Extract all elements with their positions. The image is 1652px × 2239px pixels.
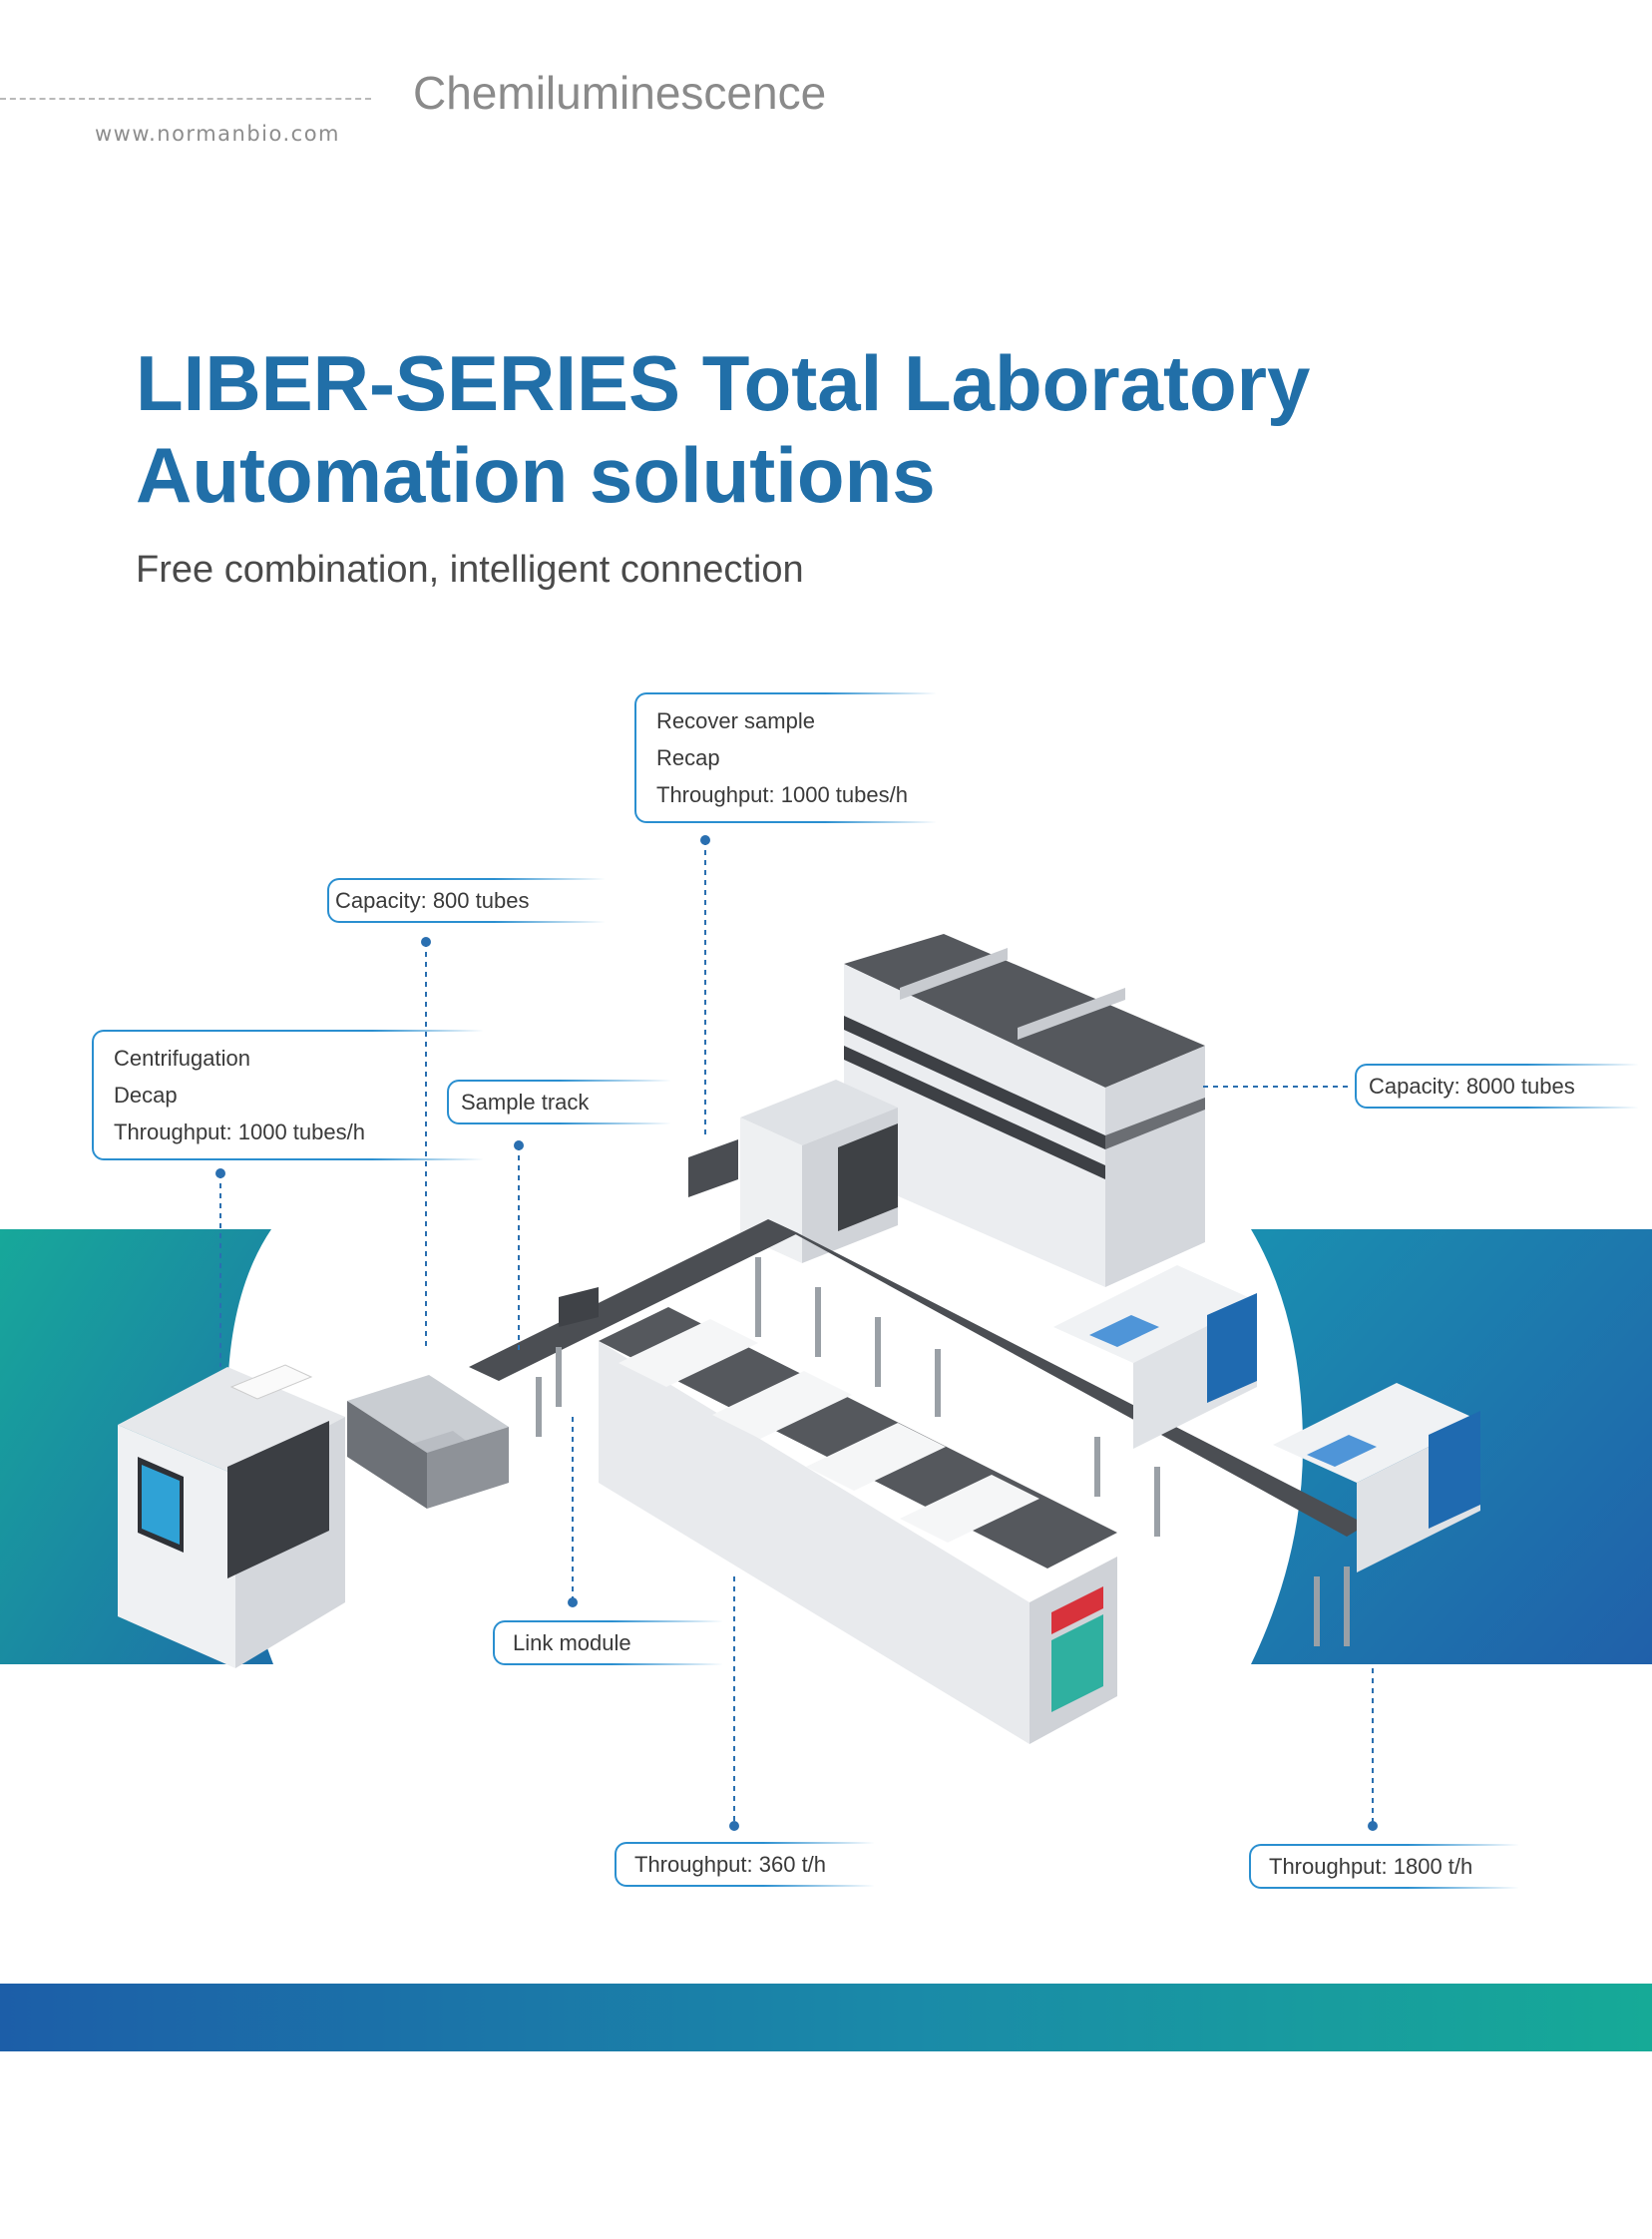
callout-recover-line-3: Throughput: 1000 tubes/h [656, 782, 908, 807]
title-line-2: Automation solutions [136, 431, 936, 519]
track-legs [536, 1257, 1350, 1646]
callout-throughput-360: Throughput: 360 t/h [615, 1842, 874, 1887]
callout-throughput-360-text: Throughput: 360 t/h [634, 1852, 827, 1877]
callout-capacity-800: Capacity: 800 tubes [327, 878, 605, 923]
footer-gradient-band [0, 1984, 1652, 2051]
lab-automation-illustration [0, 835, 1652, 1831]
storage-module [844, 934, 1205, 1287]
centrifuge-module [118, 1364, 345, 1668]
sample-track [469, 1219, 1367, 1537]
callout-recover-line-1: Recover sample [656, 708, 815, 733]
sample-rack-module [347, 1375, 509, 1509]
callout-capacity-8000-text: Capacity: 8000 tubes [1369, 1074, 1575, 1099]
leader-dots [215, 835, 1378, 1831]
biochem-analyzer-2 [1273, 1383, 1480, 1572]
callout-recover-sample: Recover sample Recap Throughput: 1000 tu… [634, 692, 936, 823]
callout-centrifugation-line-1: Centrifugation [114, 1046, 250, 1071]
callout-centrifugation-line-3: Throughput: 1000 tubes/h [114, 1120, 365, 1144]
callout-capacity-8000: Capacity: 8000 tubes [1355, 1064, 1638, 1109]
website-url[interactable]: www.normanbio.com [95, 122, 340, 146]
callout-capacity-800-text: Capacity: 800 tubes [335, 888, 530, 913]
callout-throughput-1800-text: Throughput: 1800 t/h [1269, 1854, 1473, 1879]
callout-recover-line-2: Recap [656, 745, 720, 770]
recapper-module [688, 1080, 898, 1263]
callout-centrifugation-line-2: Decap [114, 1083, 178, 1108]
callout-sample-track: Sample track [447, 1080, 670, 1124]
page-subtitle: Free combination, intelligent connection [136, 549, 804, 591]
analyzer-line [599, 1307, 1117, 1744]
callout-sample-track-text: Sample track [461, 1090, 590, 1115]
callout-link-module-text: Link module [513, 1630, 631, 1655]
page-title: LIBER-SERIES Total Laboratory Automation… [136, 337, 1532, 521]
callout-throughput-1800: Throughput: 1800 t/h [1249, 1844, 1518, 1889]
title-line-1: LIBER-SERIES Total Laboratory [136, 339, 1311, 427]
biochem-analyzer-1 [1053, 1265, 1257, 1449]
header-dashed-rule [0, 98, 371, 100]
section-label: Chemiluminescence [413, 67, 827, 119]
callout-centrifugation: Centrifugation Decap Throughput: 1000 tu… [92, 1030, 483, 1160]
callout-link-module: Link module [493, 1620, 722, 1665]
